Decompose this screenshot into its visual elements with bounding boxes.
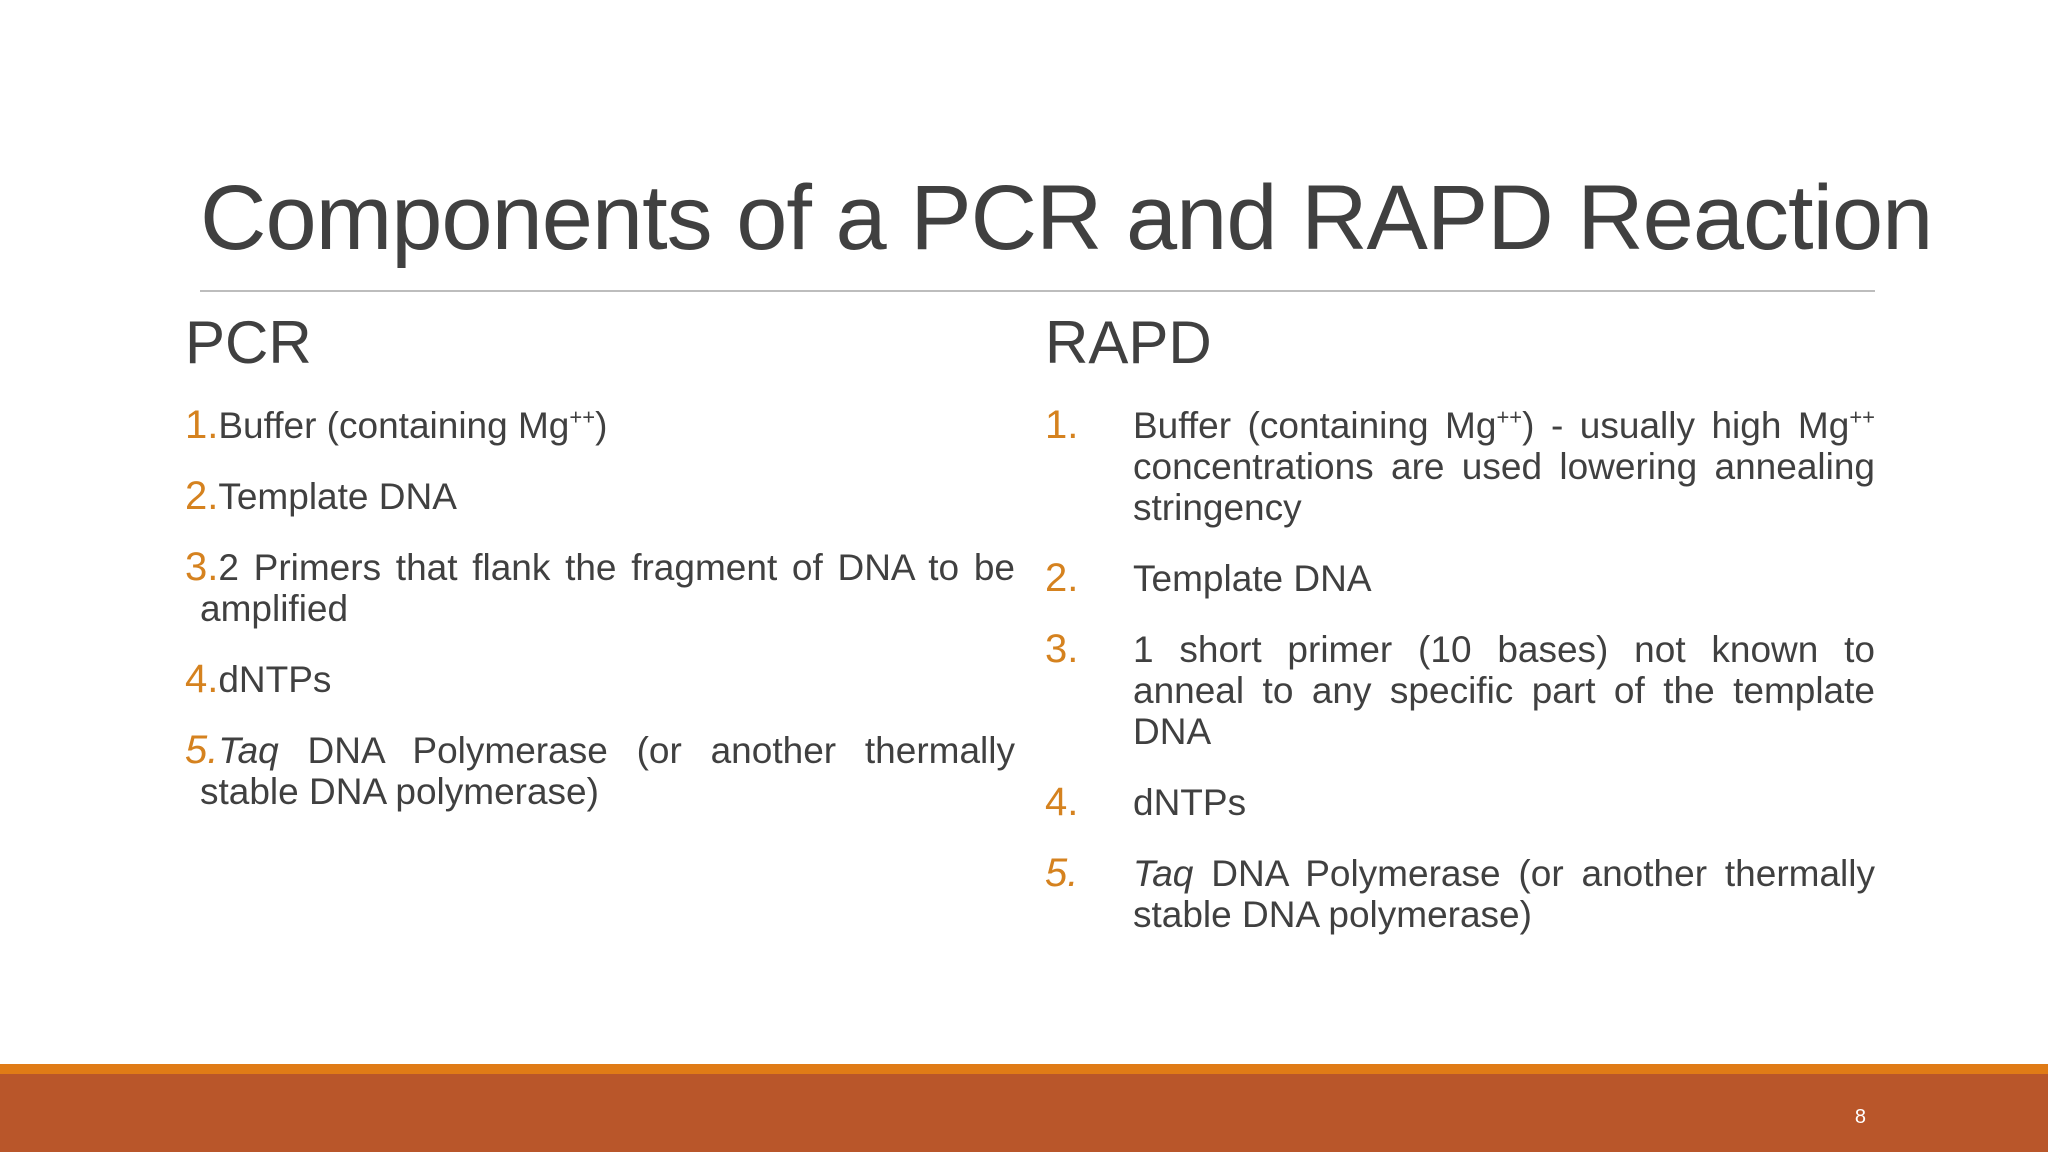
rapd-heading: RAPD [1045, 309, 1212, 376]
rapd-item-2-text: Template DNA [1133, 558, 1372, 599]
rapd-item-1: 1. Buffer (containing Mg++) - usually hi… [1045, 403, 1875, 529]
rapd-item-3-text: 1 short primer (10 bases) not known to a… [1133, 629, 1875, 752]
rapd-item-1-number: 1. [1045, 403, 1079, 447]
pcr-item-2-text: Template DNA [218, 476, 457, 517]
rapd-item-5-body: Taq DNA Polymerase (or another thermally… [1133, 853, 1875, 935]
rapd-item-1-tail: concentrations are used lowering anneali… [1133, 446, 1875, 528]
rapd-item-5-text: DNA Polymerase (or another thermally sta… [1133, 853, 1875, 935]
pcr-item-1: 1.Buffer (containing Mg++) [185, 403, 1015, 447]
footer-accent-stripe [0, 1064, 2048, 1074]
pcr-item-3-number: 3. [185, 545, 219, 589]
pcr-heading: PCR [185, 309, 312, 376]
rapd-item-5-italic: Taq [1133, 853, 1194, 894]
pcr-item-5: 5.Taq DNA Polymerase (or another thermal… [185, 728, 1015, 813]
pcr-item-5-text: DNA Polymerase (or another thermally sta… [200, 730, 1015, 812]
rapd-item-5: 5. Taq DNA Polymerase (or another therma… [1045, 851, 1875, 936]
rapd-item-1-superscript-2: ++ [1849, 404, 1876, 430]
pcr-item-3-text: 2 Primers that flank the fragment of DNA… [200, 547, 1015, 629]
rapd-item-1-mid: ) - usually high Mg [1522, 405, 1850, 446]
rapd-item-3: 3. 1 short primer (10 bases) not known t… [1045, 627, 1875, 753]
footer-bar [0, 1074, 2048, 1152]
pcr-item-1-text: Buffer (containing Mg [218, 405, 570, 446]
rapd-list: 1. Buffer (containing Mg++) - usually hi… [1045, 403, 1875, 936]
pcr-column: PCR 1.Buffer (containing Mg++) 2.Templat… [185, 308, 1015, 842]
rapd-item-4: 4. dNTPs [1045, 780, 1875, 824]
rapd-item-4-text: dNTPs [1133, 782, 1247, 823]
rapd-item-2: 2. Template DNA [1045, 556, 1875, 600]
slide-title: Components of a PCR and RAPD Reaction [200, 167, 1933, 269]
pcr-list: 1.Buffer (containing Mg++) 2.Template DN… [185, 403, 1015, 813]
pcr-item-1-superscript: ++ [569, 404, 596, 430]
rapd-item-4-number: 4. [1045, 780, 1079, 824]
rapd-column: RAPD 1. Buffer (containing Mg++) - usual… [1045, 308, 1875, 965]
pcr-item-4: 4.dNTPs [185, 657, 1015, 701]
pcr-item-1-number: 1. [185, 403, 219, 447]
rapd-item-3-number: 3. [1045, 627, 1079, 671]
pcr-item-2-number: 2. [185, 474, 219, 518]
title-divider [200, 290, 1875, 292]
pcr-item-2: 2.Template DNA [185, 474, 1015, 518]
pcr-item-3: 3.2 Primers that flank the fragment of D… [185, 545, 1015, 630]
rapd-item-5-number: 5. [1045, 851, 1079, 895]
rapd-item-1-body: Buffer (containing Mg++) - usually high … [1133, 405, 1875, 528]
pcr-item-4-number: 4. [185, 657, 219, 701]
rapd-item-1-superscript: ++ [1496, 404, 1523, 430]
pcr-item-5-italic: Taq [218, 730, 279, 771]
pcr-item-5-number: 5. [185, 728, 219, 772]
rapd-item-2-number: 2. [1045, 556, 1079, 600]
pcr-item-4-text: dNTPs [218, 659, 332, 700]
page-number: 8 [1854, 1106, 1866, 1128]
rapd-item-1-text: Buffer (containing Mg [1133, 405, 1497, 446]
pcr-item-1-tail: ) [595, 405, 608, 446]
